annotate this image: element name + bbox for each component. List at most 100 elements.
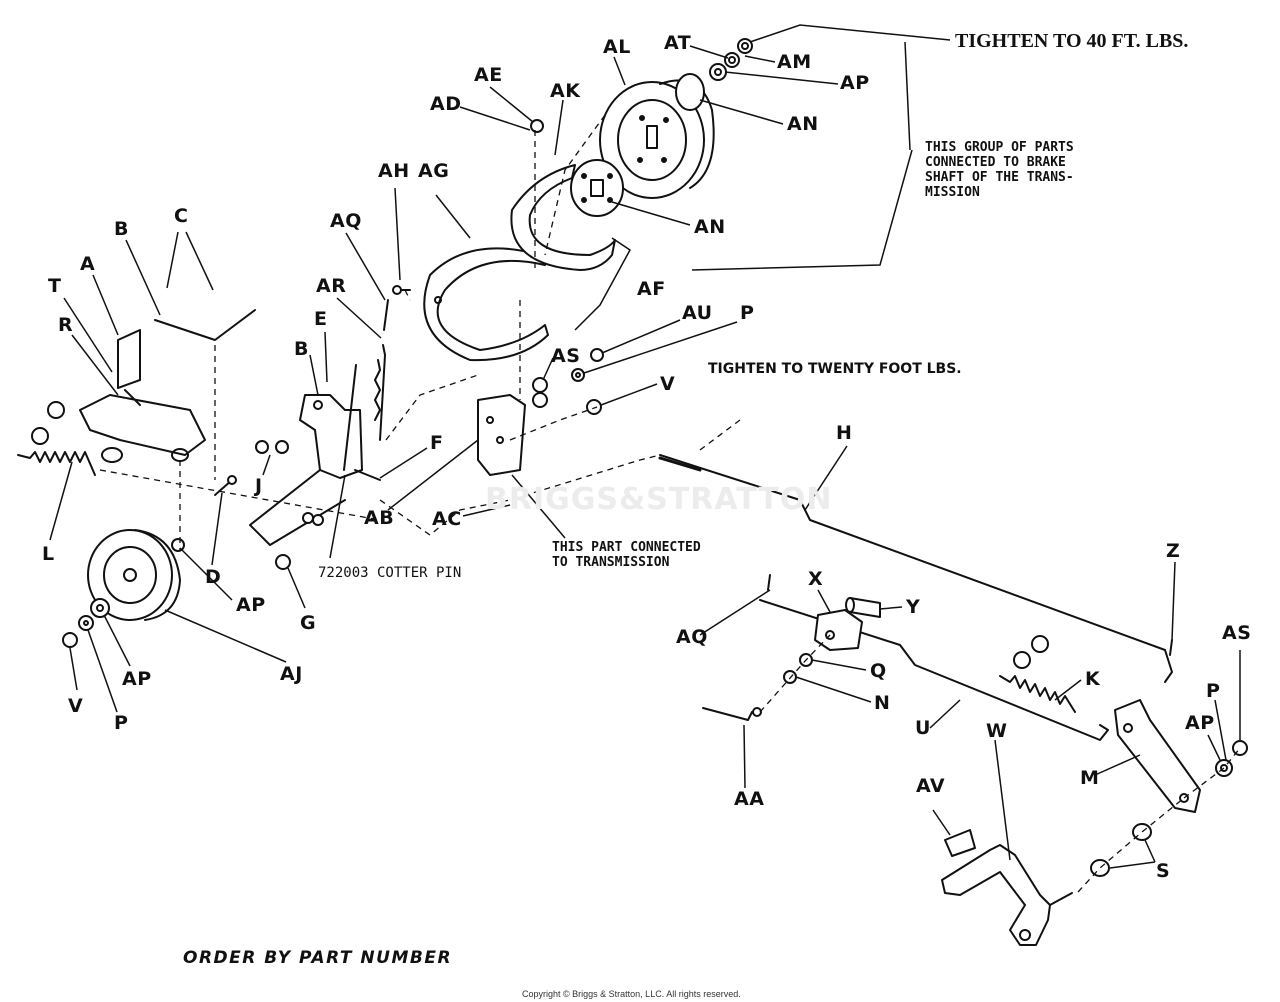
nut-AM: [737, 38, 753, 54]
dash-line-12: [759, 634, 831, 713]
leader-B1: [125, 239, 161, 316]
label-AD: AD: [430, 93, 462, 115]
leader-brake-group-top: [904, 41, 911, 151]
label-C: C: [174, 205, 189, 227]
label-AH: AH: [378, 160, 410, 182]
label-AE: AE: [474, 64, 503, 86]
bracket-A-B: [79, 309, 256, 463]
leader-T: [63, 297, 113, 373]
nut-T: [31, 401, 65, 445]
block-X: [814, 609, 863, 651]
leader-AG: [435, 194, 471, 239]
spring-K: [999, 635, 1076, 713]
leader-C2: [185, 231, 214, 291]
dash-line-4: [509, 406, 598, 441]
label-X: X: [808, 568, 824, 590]
label-AG: AG: [418, 160, 450, 182]
cotter-pin: [343, 364, 357, 471]
label-AM: AM: [777, 51, 812, 73]
leader-brake-group: [691, 149, 913, 271]
pin-AA: [702, 707, 762, 721]
pulley-AJ: [87, 529, 185, 621]
label-AN-top: AN: [787, 113, 819, 135]
leader-AM: [744, 55, 776, 63]
label-W: W: [986, 720, 1008, 742]
pin-AQ-right: [767, 574, 771, 591]
cotter-pin-note: 722003 COTTER PIN: [318, 565, 462, 581]
leader-X: [817, 589, 831, 613]
leader-torque-40: [749, 24, 951, 43]
label-AF: AF: [637, 278, 666, 300]
washer-P-mid: [571, 368, 585, 382]
dash-line-9: [379, 454, 661, 536]
washer-AP-upper: [709, 63, 727, 81]
label-AP-lower-2: AP: [122, 668, 152, 690]
leader-AC: [462, 504, 511, 517]
washer-AP-lower: [90, 598, 110, 618]
label-AU: AU: [682, 302, 713, 324]
leader-AP-right: [1207, 734, 1221, 761]
leader-AN-top: [699, 99, 784, 125]
label-AK: AK: [550, 80, 581, 102]
leader-Y: [879, 606, 903, 610]
label-AJ: AJ: [280, 663, 303, 685]
label-F: F: [430, 432, 444, 454]
leader-AS-mid: [542, 357, 554, 381]
leader-W: [994, 739, 1011, 861]
leader-AQ-right: [699, 589, 771, 636]
bracket-transmission: [477, 394, 526, 476]
leader-AP-top: [724, 71, 839, 85]
label-B-mid: B: [294, 338, 309, 360]
order-note: ORDER BY PART NUMBER: [183, 948, 453, 968]
rod-AR: [374, 344, 386, 441]
dash-line-11: [699, 419, 741, 451]
label-G: G: [300, 612, 317, 634]
label-J: J: [255, 475, 263, 497]
label-AL: AL: [603, 36, 631, 58]
label-T: T: [48, 275, 62, 297]
dash-line-13: [1077, 797, 1185, 893]
dash-line-5: [404, 289, 411, 301]
rod-U: [759, 599, 1173, 741]
leader-N: [795, 676, 872, 703]
leader-AJ: [164, 609, 287, 663]
pin-AQ-left: [383, 299, 389, 331]
label-Y: Y: [906, 596, 921, 618]
pedal-W: [941, 844, 1073, 946]
label-L: L: [42, 543, 55, 565]
label-AB: AB: [364, 507, 395, 529]
label-S: S: [1156, 860, 1171, 882]
leader-A: [92, 274, 119, 336]
leader-AR: [336, 297, 382, 339]
leader-AB: [387, 439, 479, 511]
leader-L: [49, 461, 73, 541]
label-AA: AA: [734, 788, 765, 810]
leader-AA: [743, 724, 746, 789]
label-R: R: [58, 314, 74, 336]
leader-AH: [394, 187, 401, 281]
leader-D: [211, 492, 223, 566]
nut-AU: [590, 348, 604, 362]
leader-AQ: [345, 232, 386, 301]
pin-Z: [1169, 639, 1173, 656]
leader-AU: [601, 319, 681, 354]
leader-R: [71, 334, 119, 396]
leader-U: [929, 699, 961, 729]
washer-P-lower: [78, 615, 94, 631]
label-AQ: AQ: [330, 210, 362, 232]
label-V-lower: V: [68, 695, 84, 717]
label-P-right: P: [1206, 680, 1221, 702]
dash-line-14: [1183, 747, 1241, 799]
label-AP-top: AP: [840, 72, 870, 94]
nut-V-mid: [586, 399, 602, 415]
sleeve-Y: [845, 597, 881, 618]
label-P-mid: P: [740, 302, 755, 324]
leader-P-mid: [583, 321, 738, 374]
leader-K: [1054, 679, 1082, 701]
washer-AS-mid: [532, 377, 548, 408]
label-E: E: [314, 308, 328, 330]
leader-AK: [554, 99, 564, 156]
leader-transmission: [511, 474, 566, 539]
label-M: M: [1080, 767, 1100, 789]
